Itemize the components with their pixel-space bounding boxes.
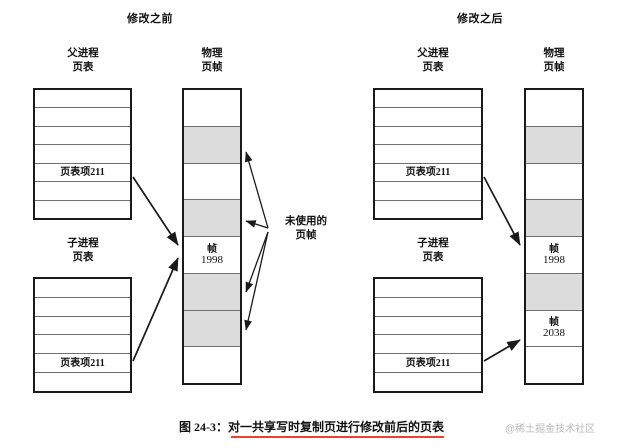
page-table-row — [35, 182, 130, 201]
child-after-title-line2: 页表 — [422, 252, 444, 263]
frame-cell-unused — [184, 126, 240, 164]
page-table-row-entry211: 页表项211 — [35, 354, 130, 374]
arrow-parent-after-to-frame1998 — [483, 176, 521, 246]
page-table-row — [35, 90, 130, 109]
page-table-row-entry211: 页表项211 — [375, 164, 481, 183]
unused-frames-annotation-line1: 未使用的 — [285, 216, 327, 227]
child-after-title: 子进程 页表 — [380, 237, 486, 265]
page-table-row — [375, 335, 481, 355]
arrow-unused-to-frame-1 — [244, 151, 269, 229]
figure-caption-text: 图 24-3：对一共享写时复制页进行修改前后的页表 — [179, 420, 444, 434]
page-table-row-label: 页表项211 — [405, 166, 451, 178]
page-table-row — [35, 298, 130, 317]
parent-before-title-line1: 父进程 — [67, 48, 99, 59]
frames-after-title-line1: 物理 — [543, 48, 565, 59]
arrow-child-before-to-frame1998 — [132, 257, 179, 362]
frame-cell-unused — [184, 310, 240, 348]
child-before-page-table: 页表项211 — [33, 277, 132, 393]
frame-cell-unused — [526, 200, 582, 237]
parent-before-title: 父进程 页表 — [30, 47, 136, 75]
page-table-row — [375, 279, 481, 298]
parent-after-title-line2: 页表 — [422, 62, 444, 73]
frame-cell-unused — [526, 126, 582, 164]
page-table-row — [375, 317, 481, 336]
child-before-title-line2: 页表 — [72, 252, 94, 263]
arrow-parent-before-to-frame1998 — [132, 176, 179, 246]
parent-after-title-line1: 父进程 — [417, 48, 449, 59]
frame-cell — [184, 90, 240, 127]
frames-after-title-line2: 页帧 — [543, 62, 565, 73]
panel-title-after: 修改之后 — [457, 13, 503, 25]
page-table-row — [35, 145, 130, 164]
child-after-title-line1: 子进程 — [417, 238, 449, 249]
child-after-page-table: 页表项211 — [373, 277, 483, 393]
frames-before-title-line1: 物理 — [201, 48, 223, 59]
frame-cell — [526, 347, 582, 383]
page-table-row — [375, 373, 481, 391]
parent-after-title: 父进程 页表 — [380, 47, 486, 75]
page-table-row-entry211: 页表项211 — [375, 354, 481, 374]
page-table-row — [35, 108, 130, 127]
watermark: @稀土掘金技术社区 — [505, 424, 596, 435]
parent-before-title-line2: 页表 — [72, 62, 94, 73]
unused-frames-annotation: 未使用的 页帧 — [273, 215, 339, 243]
frame-cell — [184, 347, 240, 383]
unused-frames-annotation-line2: 页帧 — [295, 230, 317, 241]
parent-after-page-table: 页表项211 — [373, 88, 483, 220]
page-table-row — [375, 108, 481, 127]
arrow-child-after-to-frame2038 — [483, 339, 521, 362]
page-table-row-entry211: 页表项211 — [35, 164, 130, 183]
page-table-row — [35, 335, 130, 355]
page-table-row — [375, 127, 481, 146]
page-table-row — [375, 182, 481, 201]
page-table-row-label: 页表项211 — [405, 357, 451, 369]
page-table-row — [375, 90, 481, 109]
frame-cell-unused — [184, 273, 240, 311]
frame-cell — [526, 164, 582, 201]
figure-caption: 图 24-3：对一共享写时复制页进行修改前后的页表 — [0, 418, 623, 438]
frame-cell — [526, 90, 582, 127]
frame-cell-unused — [526, 273, 582, 311]
panel-title-before: 修改之前 — [127, 13, 173, 25]
child-before-title: 子进程 页表 — [30, 237, 136, 265]
page-table-row — [375, 145, 481, 164]
page-table-row — [35, 127, 130, 146]
parent-before-page-table: 页表项211 — [33, 88, 132, 220]
page-table-row — [375, 201, 481, 218]
page-table-row-label: 页表项211 — [60, 166, 105, 178]
page-table-row — [35, 373, 130, 391]
frame-cell-unused — [184, 200, 240, 237]
frames-before-title: 物理 页帧 — [180, 47, 244, 75]
frames-before-title-line2: 页帧 — [201, 62, 223, 73]
arrow-unused-to-frame-3 — [245, 220, 269, 229]
child-before-title-line1: 子进程 — [67, 238, 99, 249]
frames-after-title: 物理 页帧 — [522, 47, 586, 75]
page-table-row — [35, 201, 130, 218]
page-table-row-label: 页表项211 — [60, 357, 105, 369]
page-table-row — [35, 279, 130, 298]
page-table-row — [375, 298, 481, 317]
arrow-unused-to-frame-6 — [244, 231, 269, 331]
frame-cell — [184, 164, 240, 201]
caption-underline — [231, 436, 444, 438]
figure-caption-text-wrap: 图 24-3：对一共享写时复制页进行修改前后的页表 — [179, 418, 444, 438]
page-table-row — [35, 317, 130, 336]
arrow-unused-to-frame-5 — [245, 231, 269, 293]
